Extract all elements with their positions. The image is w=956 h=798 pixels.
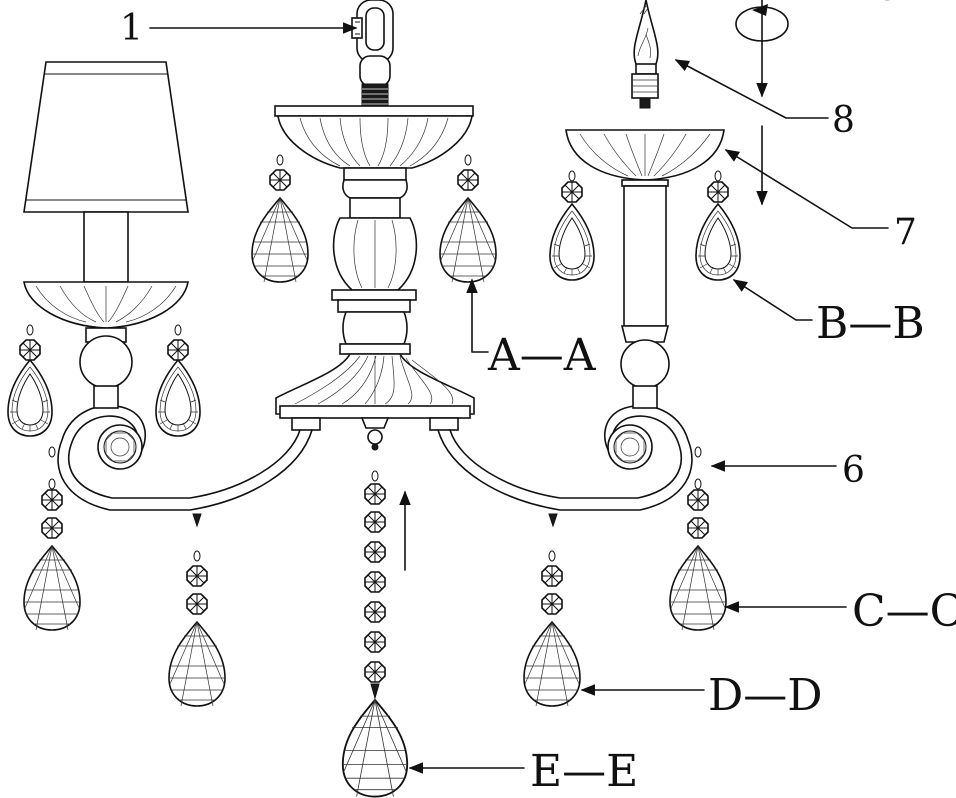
label-crystal-e: E—E — [530, 746, 638, 797]
crystal-c-left — [23, 446, 81, 631]
candle-bulb — [631, 0, 659, 109]
crystal-d-left — [168, 513, 226, 707]
candle-cup — [565, 129, 725, 409]
chain-link — [351, 0, 394, 111]
crystal-a-left — [251, 154, 309, 283]
label-crystal-c: C—C — [852, 586, 956, 637]
label-part-8: 8 — [832, 100, 855, 141]
arm-right — [437, 404, 693, 511]
label-part-9: 9 — [878, 0, 901, 9]
label-part-7: 7 — [894, 212, 917, 253]
lamp-shade — [23, 61, 189, 283]
central-stem — [331, 167, 418, 355]
label-part-6: 6 — [842, 450, 865, 491]
assembly-arrows — [399, 0, 768, 571]
crystal-b-upper-right — [695, 170, 741, 281]
lower-bowl — [275, 353, 475, 451]
label-crystal-a: A—A — [487, 330, 597, 381]
crystal-a-right — [439, 154, 497, 283]
crystal-d-right — [523, 513, 581, 707]
crystal-e-center — [341, 470, 409, 798]
crystal-c-right — [669, 446, 727, 631]
top-cup — [274, 105, 474, 169]
label-crystal-d: D—D — [708, 670, 823, 721]
label-crystal-b: B—B — [816, 298, 925, 349]
arm-left — [57, 404, 313, 511]
crystal-b-lower-left — [7, 324, 53, 437]
crystal-b-upper-left — [549, 170, 595, 281]
leader-lines — [149, 22, 889, 774]
crystal-b-lower-right — [155, 324, 201, 437]
left-bobeche — [23, 281, 189, 409]
label-part-1: 1 — [120, 8, 143, 49]
